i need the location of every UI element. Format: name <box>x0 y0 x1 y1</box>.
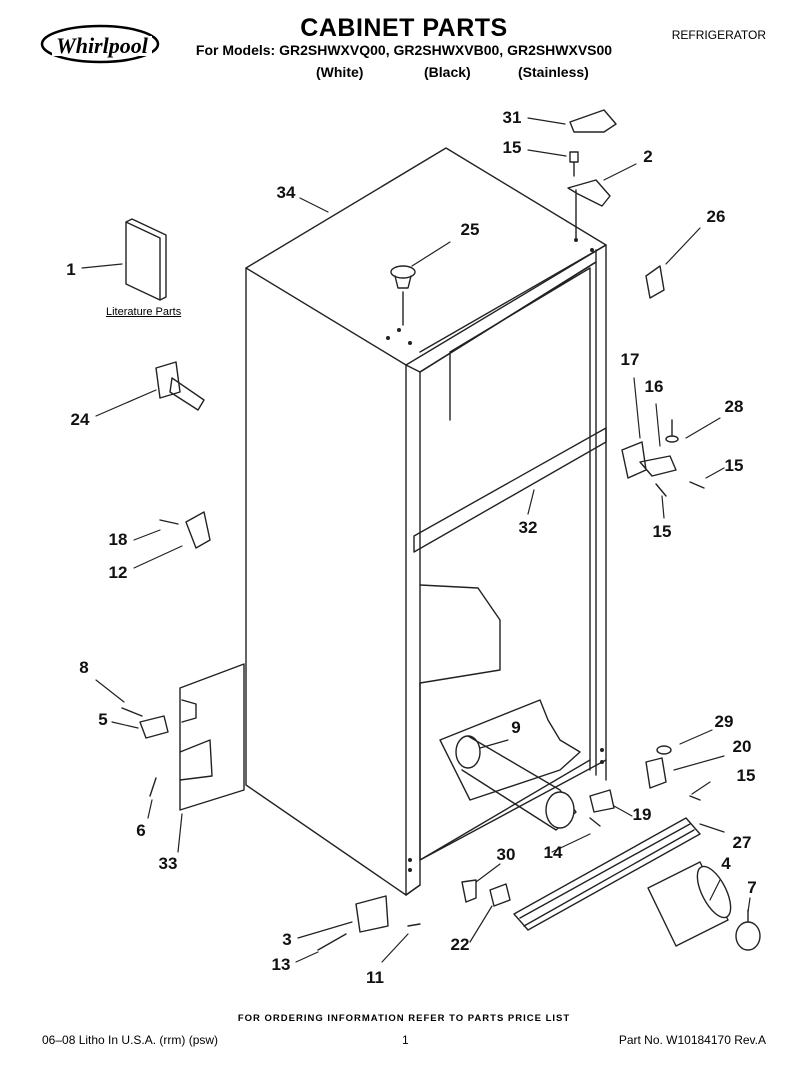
callout-31: 31 <box>502 108 522 127</box>
callout-24: 24 <box>70 410 90 429</box>
hinge-bracket <box>185 511 211 549</box>
cabinet-side <box>245 267 407 896</box>
callout-26: 26 <box>706 207 726 226</box>
filter-tube <box>439 699 581 801</box>
models-line: For Models: GR2SHWXVQ00, GR2SHWXVB00, GR… <box>195 42 613 58</box>
page-title: CABINET PARTS <box>300 14 508 42</box>
tube-clip <box>589 789 615 813</box>
leveling-leg <box>155 361 205 411</box>
litho-info: 06–08 Litho In U.S.A. (rrm) (psw) <box>42 1033 219 1047</box>
variant-black: (Black) <box>424 64 471 80</box>
washer <box>656 745 672 755</box>
callout-12: 12 <box>108 563 128 582</box>
callout-13: 13 <box>271 955 291 974</box>
callout-15b: 15 <box>724 456 744 475</box>
cabinet-front-frame <box>419 244 607 781</box>
callout-33: 33 <box>158 854 178 873</box>
callout-3: 3 <box>282 930 292 949</box>
clip-22 <box>489 883 511 907</box>
callout-15a: 15 <box>502 138 522 157</box>
top-plug <box>390 265 416 279</box>
callout-8: 8 <box>79 658 89 677</box>
svg-text:Whirlpool: Whirlpool <box>56 33 149 58</box>
callout-15c: 15 <box>652 522 672 541</box>
callout-15d: 15 <box>736 766 756 785</box>
literature-parts-label: Literature Parts <box>106 306 182 318</box>
filter-cap <box>735 921 761 951</box>
retainer-clip <box>461 879 477 903</box>
callout-30: 30 <box>496 845 516 864</box>
callout-34: 34 <box>276 183 296 202</box>
callout-20: 20 <box>732 737 752 756</box>
callout-28: 28 <box>724 397 744 416</box>
center-hinge <box>621 441 677 479</box>
product-type: REFRIGERATOR <box>671 28 766 42</box>
callout-25: 25 <box>460 220 480 239</box>
callout-4: 4 <box>721 854 731 873</box>
callout-14: 14 <box>543 843 563 862</box>
divider-rail <box>413 427 607 553</box>
whirlpool-logo: Whirlpool <box>40 24 160 64</box>
top-hinge <box>567 179 611 239</box>
bottom-hinge-plate <box>179 663 245 811</box>
drain-bracket <box>355 895 389 933</box>
callout-29: 29 <box>714 712 734 731</box>
hinge-cover <box>569 109 617 133</box>
callout-6: 6 <box>136 821 146 840</box>
callout-2: 2 <box>643 147 653 166</box>
callout-17: 17 <box>620 350 640 369</box>
page-number: 1 <box>402 1033 409 1047</box>
callout-16: 16 <box>644 377 664 396</box>
callout-5: 5 <box>98 710 108 729</box>
callout-32: 32 <box>518 518 538 537</box>
callout-27: 27 <box>732 833 752 852</box>
callout-18: 18 <box>108 530 128 549</box>
filter-base <box>513 817 701 931</box>
callout-22: 22 <box>450 935 470 954</box>
callout-1: 1 <box>66 260 76 279</box>
bracket-20 <box>645 757 667 789</box>
ordering-note: FOR ORDERING INFORMATION REFER TO PARTS … <box>237 1013 571 1024</box>
part-number: Part No. W10184170 Rev.A <box>618 1033 766 1047</box>
callout-11: 11 <box>366 968 384 987</box>
variant-stainless: (Stainless) <box>518 64 589 80</box>
callout-19: 19 <box>632 805 652 824</box>
variant-white: (White) <box>316 64 364 80</box>
callout-7: 7 <box>747 878 757 897</box>
hinge-bushing <box>139 715 169 739</box>
literature-booklet <box>125 218 167 301</box>
door-stop <box>645 265 665 299</box>
callout-9: 9 <box>511 718 521 737</box>
